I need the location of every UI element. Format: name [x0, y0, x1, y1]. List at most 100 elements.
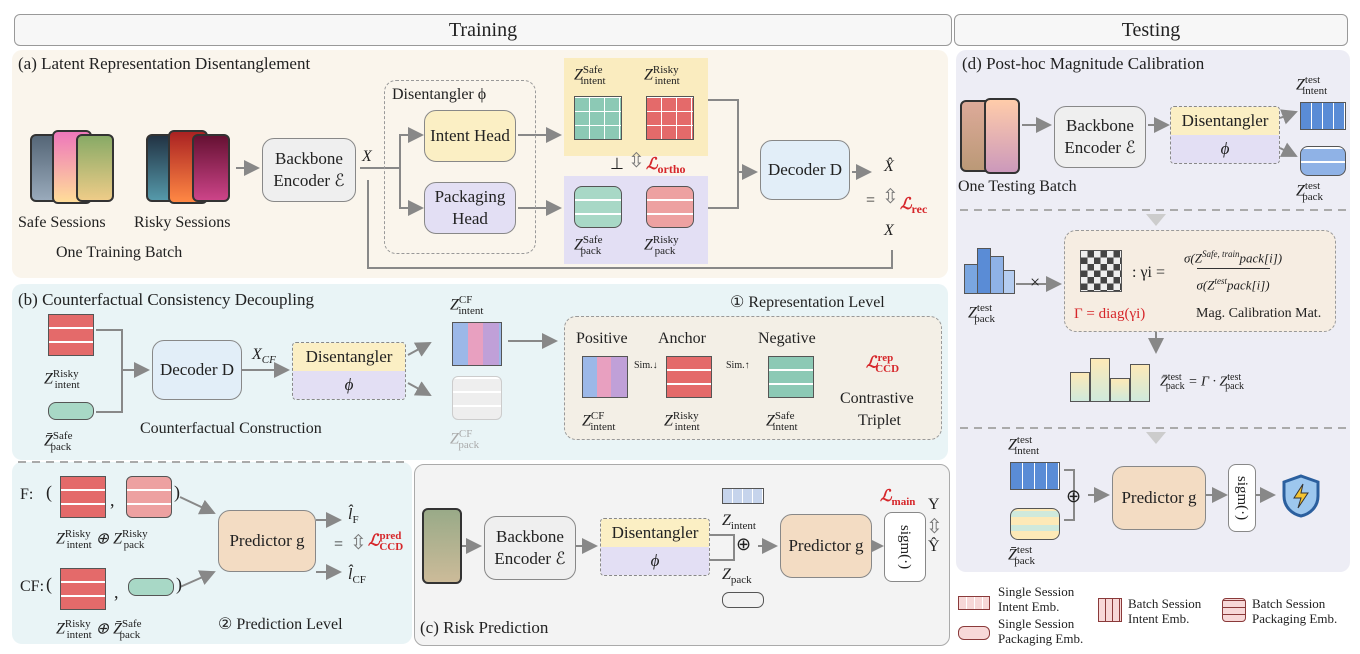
z-pack-safe-cylinder-icon [48, 402, 94, 420]
concat-d: ⊕ [1066, 486, 1082, 506]
main-loss: ℒmain [880, 488, 916, 509]
l-cf-label: l̂CF [348, 566, 366, 587]
cf-concat-label: ZRiskyintent ⊕ Z̄Safepack [56, 618, 142, 641]
sim-down-label: Sim.↓ [634, 360, 658, 371]
x-hat-label: X̂ [884, 158, 894, 175]
y-label-c: Y [928, 496, 940, 513]
z-pack-c: Zpack [722, 566, 752, 587]
rec-loss: ℒrec [900, 196, 928, 217]
legend-single-pack-icon [958, 626, 990, 640]
z-test-pack-cylinder-icon [1300, 146, 1346, 176]
backbone-encoder-d: Backbone Encoder ℰ [1054, 106, 1146, 168]
safe-sessions-label: Safe Sessions [18, 214, 106, 231]
z-intent-risky-b: ZRiskyintent [44, 368, 80, 391]
negative-label: Negative [758, 330, 816, 347]
cf-comma: , [114, 582, 119, 602]
legend-batch-pack-label: Batch Session Packaging Emb. [1252, 596, 1338, 626]
pred-updown-icon: ⇳ [350, 532, 367, 554]
disentangler-group [384, 80, 536, 254]
z-intent-safe-label: ZSafeintent [574, 64, 606, 87]
shield-icon [1280, 474, 1322, 518]
cf-paren-open: ( [46, 574, 52, 594]
sigm-c: sigm(·) [884, 512, 926, 582]
z-bar-pack-label: Z̄testpack [1008, 544, 1035, 567]
backbone-encoder-a: Backbone Encoder ℰ [262, 138, 356, 202]
safe-sessions-phone-icon [30, 130, 114, 204]
panel-d-title: (d) Post-hoc Magnitude Calibration [962, 54, 1205, 73]
panel-b-title: (b) Counterfactual Consistency Decouplin… [18, 290, 315, 309]
panel-c-title: (c) Risk Prediction [420, 618, 549, 637]
panel-a-title: (a) Latent Representation Disentanglemen… [18, 54, 311, 73]
z-intent-cf-cube-icon [452, 322, 502, 366]
batch-caption: One Training Batch [56, 244, 183, 261]
negative-cube-icon [768, 356, 814, 398]
positive-cube-icon [582, 356, 628, 398]
safe-intent-cube-icon [574, 96, 622, 140]
f-concat-label: ZRiskyintent ⊕ ZRiskypack [56, 528, 148, 551]
contrastive-label: Contrastive [840, 390, 914, 407]
z-intent-cf-label: ZCFintent [450, 294, 484, 317]
pred-level-label: ② Prediction Level [218, 616, 343, 633]
y-updown-icon: ⇳ [926, 516, 943, 538]
cf-pack-cylinder-icon [128, 578, 174, 596]
testing-batch-caption: One Testing Batch [958, 178, 1077, 195]
z-test-intent-cube-d3-icon [1010, 462, 1060, 490]
sim-up-label: Sim.↑ [726, 360, 750, 371]
z-pack-cf-label: ZCFpack [450, 428, 480, 451]
anchor-cube-icon [666, 356, 712, 398]
risky-sessions-label: Risky Sessions [134, 214, 231, 231]
f-label: F: [20, 486, 34, 503]
pos-z-label: ZCFintent [582, 410, 616, 433]
rep-level-label: ① Representation Level [730, 294, 885, 311]
f-paren-open: ( [46, 482, 52, 502]
safe-pack-cylinder-icon [574, 186, 622, 228]
z-pack-cf-cube-icon [452, 376, 502, 420]
risky-sessions-phone-icon [146, 130, 230, 204]
z-test-pack-label: Ztestpack [1296, 180, 1323, 203]
z-test-intent-label: Ztestintent [1296, 74, 1328, 97]
ccd-rep-loss: ℒrepCCD [866, 352, 900, 375]
testing-phone-icon [960, 98, 1020, 174]
decoder-b: Decoder D [152, 340, 242, 400]
z-pack-safe-label: ZSafepack [574, 234, 603, 257]
rec-updown-icon: ⇳ [882, 186, 899, 208]
predictor-c: Predictor g [780, 514, 872, 578]
risky-pack-cylinder-icon [646, 186, 694, 228]
training-header: Training [14, 14, 952, 46]
positive-label: Positive [576, 330, 628, 347]
z-test-pack-d2-label: Ztestpack [968, 302, 995, 325]
cf-label: CF: [20, 578, 45, 595]
z-bar-pack-cylinder-icon [1010, 508, 1060, 540]
rec-eq: = [866, 192, 876, 209]
f-pack-cube-icon [126, 476, 172, 518]
neg-z-label: ZSafeintent [766, 410, 798, 433]
z-pack-safe-b: Z̄Safepack [44, 430, 73, 453]
z-test-intent-d3: Ztestintent [1008, 434, 1040, 457]
cf-construction-label: Counterfactual Construction [140, 420, 322, 437]
z-intent-risky-cube-icon [48, 314, 94, 356]
gamma-fraction: σ(ZSafe, trainpack[i])σ(Ztestpack[i]) [1184, 244, 1282, 296]
ccd-pred-loss: ℒpredCCD [368, 530, 404, 553]
legend-batch-intent-label: Batch Session Intent Emb. [1128, 596, 1202, 626]
disentangler-title: Disentangler ϕ [392, 86, 487, 103]
legend-batch-intent-icon [1098, 598, 1122, 622]
cf-intent-cube-icon [60, 568, 106, 610]
cf-paren-close: ) [176, 574, 182, 594]
disentangler-c: Disentangler ϕ [600, 518, 710, 576]
f-intent-cube-icon [60, 476, 106, 518]
legend-single-pack-label: Single Session Packaging Emb. [998, 616, 1084, 646]
triplet-label: Triplet [858, 412, 901, 429]
z-pack-cylinder-c-icon [722, 592, 764, 608]
z-pack-bars-icon [964, 242, 1015, 294]
sigm-d: sigm(·) [1228, 464, 1256, 532]
legend-single-intent-icon [958, 596, 990, 610]
z-intent-cube-c-icon [722, 488, 764, 504]
times-symbol: × [1030, 272, 1041, 292]
gamma-def: Γ = diag(γi) [1074, 306, 1146, 322]
intent-head: Intent Head [424, 110, 516, 162]
calibrated-bars-icon [1070, 352, 1150, 402]
risky-intent-cube-icon [646, 96, 694, 140]
disentangler-b: Disentangler ϕ [292, 342, 406, 400]
testing-header: Testing [954, 14, 1348, 46]
backbone-encoder-c: Backbone Encoder ℰ [484, 516, 576, 580]
